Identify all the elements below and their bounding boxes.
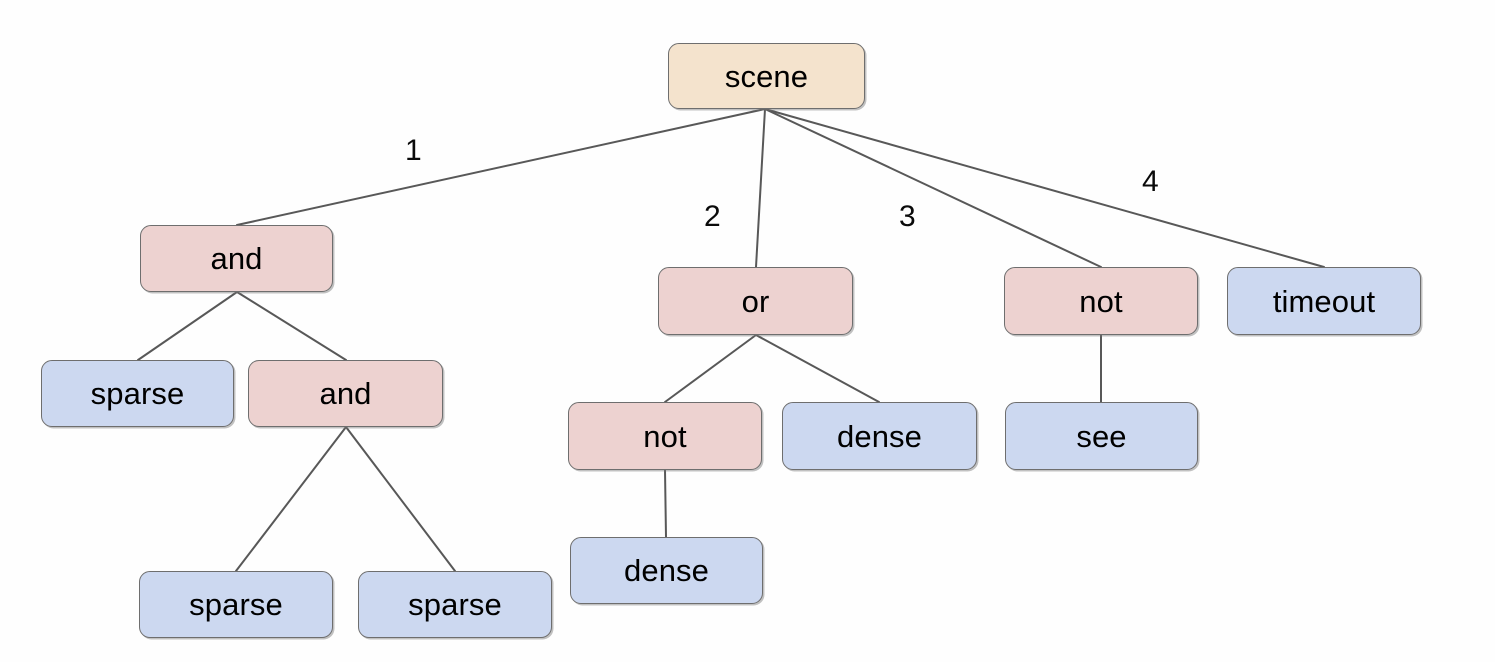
tree-node-not2[interactable]: not [568, 402, 762, 470]
tree-edge-scene-to-and1 [236, 108, 766, 226]
tree-node-see1[interactable]: see [1005, 402, 1198, 470]
tree-edge-or1-to-dense1 [755, 334, 880, 403]
tree-edge-scene-to-timeout1 [764, 108, 1325, 268]
tree-edge-scene-to-not1 [764, 108, 1102, 268]
tree-node-sparse2[interactable]: sparse [139, 571, 333, 638]
tree-edge-and2-to-sparse3 [345, 426, 456, 572]
tree-node-sparse3[interactable]: sparse [358, 571, 552, 638]
tree-edge-or1-to-not2 [664, 334, 757, 403]
tree-node-and2[interactable]: and [248, 360, 443, 427]
tree-edge-not2-to-dense2 [664, 469, 667, 538]
tree-node-dense1[interactable]: dense [782, 402, 977, 470]
edge-label-2: 2 [704, 200, 721, 233]
tree-edge-and1-to-sparse1 [137, 291, 238, 361]
edge-label-3: 3 [899, 200, 916, 233]
tree-node-and1[interactable]: and [140, 225, 333, 292]
tree-node-or1[interactable]: or [658, 267, 853, 335]
tree-node-scene[interactable]: scene [668, 43, 865, 109]
tree-edge-and2-to-sparse2 [235, 426, 347, 572]
tree-node-not1[interactable]: not [1004, 267, 1198, 335]
edge-label-4: 4 [1142, 165, 1159, 198]
tree-node-sparse1[interactable]: sparse [41, 360, 234, 427]
tree-node-dense2[interactable]: dense [570, 537, 763, 604]
tree-node-timeout1[interactable]: timeout [1227, 267, 1421, 335]
tree-edge-and1-to-and2 [236, 291, 347, 361]
edge-label-1: 1 [405, 134, 422, 167]
tree-edge-scene-to-or1 [755, 108, 766, 268]
